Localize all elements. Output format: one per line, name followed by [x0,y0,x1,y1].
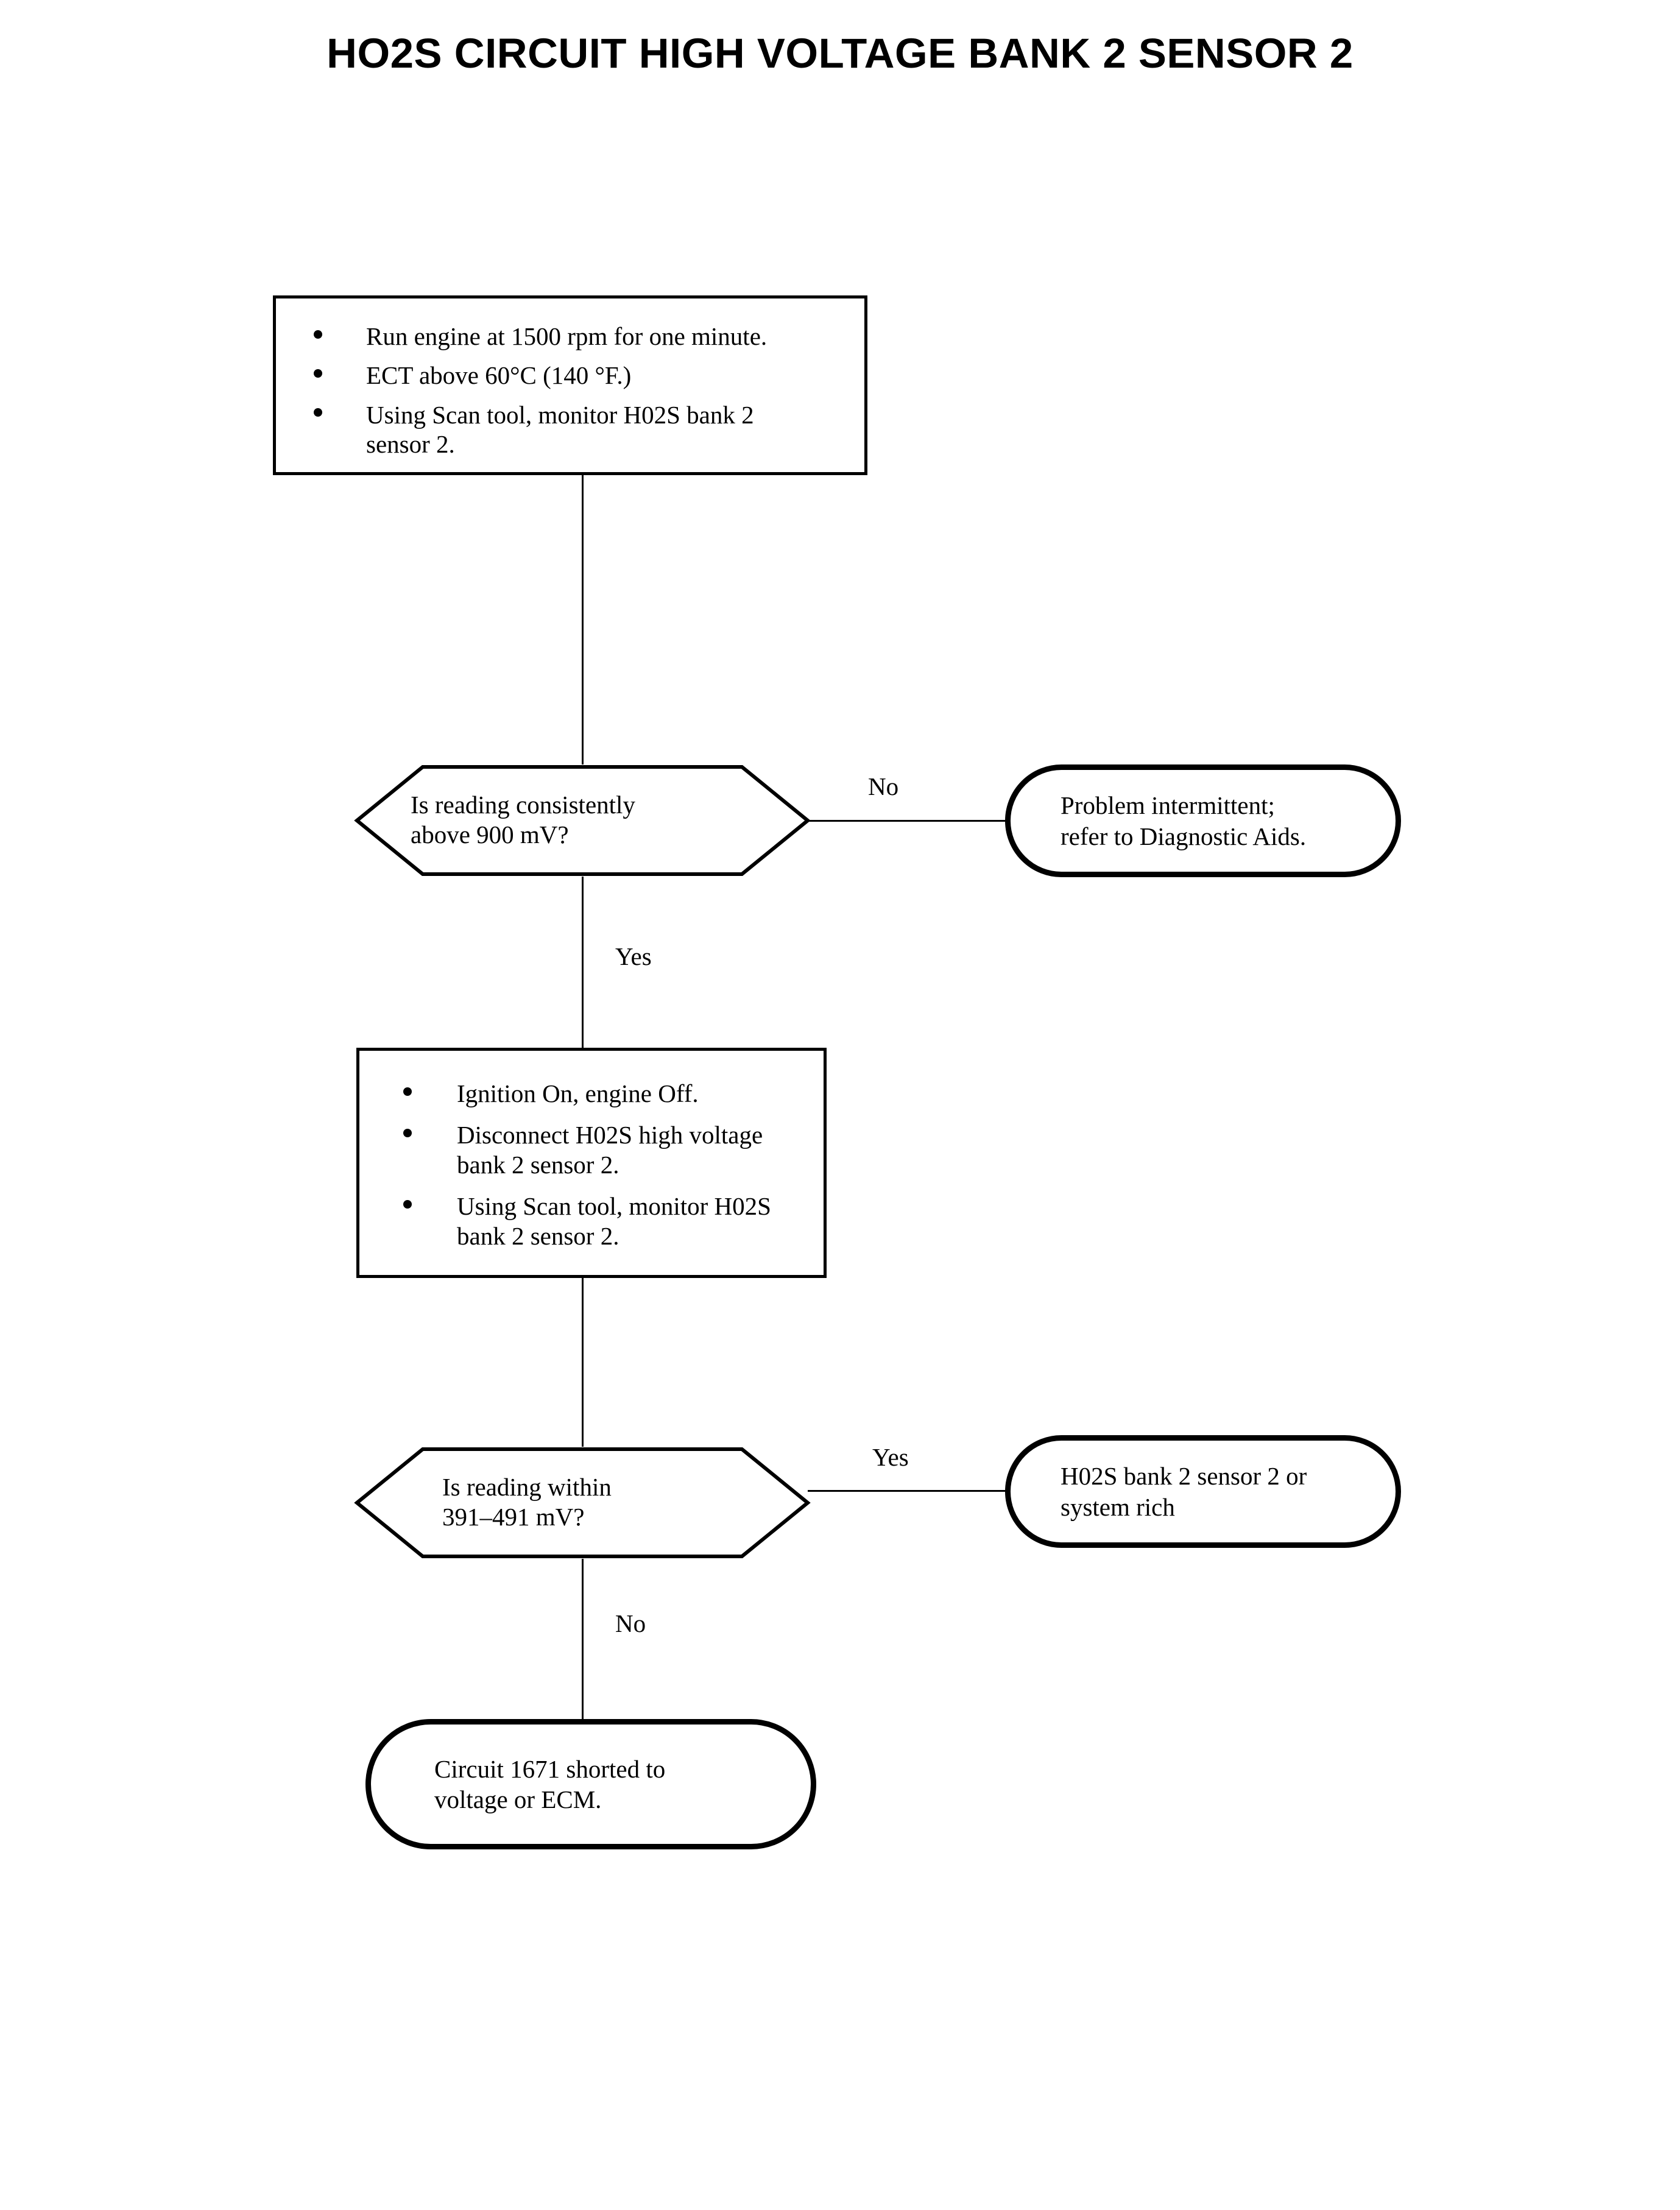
bullet-item: ECT above 60°C (140 °F.) [276,361,864,390]
connector-step2-to-decision2 [582,1277,584,1449]
bullet-dot-icon [314,408,322,417]
connector-decision2-yes-to-outcome2 [806,1490,1007,1492]
bullet-text: Run engine at 1500 rpm for one minute. [366,322,768,350]
terminator-label: Problem intermittent; refer to Diagnosti… [1061,791,1307,850]
bullet-item: Disconnect H02S high voltage bank 2 sens… [359,1120,824,1179]
bullet-dot-icon [314,369,322,378]
edge-label-decision2-no: No [615,1609,646,1637]
terminator-problem-intermittent: Problem intermittent; refer to Diagnosti… [1005,764,1401,877]
bullet-text: Using Scan tool, monitor H02S bank 2 sen… [457,1192,771,1250]
decision-hexagon-shape [354,765,811,876]
decision-hexagon-shape [354,1447,811,1558]
edge-label-decision1-yes: Yes [615,942,652,970]
bullet-item: Run engine at 1500 rpm for one minute. [276,322,864,351]
edge-label-decision1-no: No [868,772,899,800]
terminator-circuit-1671-shorted: Circuit 1671 shorted to voltage or ECM. [365,1719,816,1849]
bullet-dot-icon [403,1128,412,1137]
connector-step1-to-decision1 [582,475,584,766]
bullet-text: ECT above 60°C (140 °F.) [366,361,632,390]
bullet-dot-icon [403,1087,412,1096]
terminator-h02s-sensor-or-system-rich: H02S bank 2 sensor 2 or system rich [1005,1435,1401,1548]
edge-label-decision2-yes: Yes [872,1443,909,1471]
decision-label: Is reading within 391–491 mV? [442,1473,612,1531]
decision-node-reading-within-391-491mv: Is reading within 391–491 mV? [354,1447,811,1559]
bullet-item: Using Scan tool, monitor H02S bank 2 sen… [359,1191,824,1251]
connector-decision2-no-to-outcome3 [582,1547,584,1721]
bullet-text: Using Scan tool, monitor H02S bank 2 sen… [366,400,754,459]
connector-decision1-yes-to-step2 [582,876,584,1049]
process-box-step1: Run engine at 1500 rpm for one minute. E… [273,295,867,475]
terminator-label: H02S bank 2 sensor 2 or system rich [1061,1462,1307,1521]
bullet-text: Ignition On, engine Off. [457,1079,699,1107]
bullet-item: Ignition On, engine Off. [359,1079,824,1108]
decision-label: Is reading consistently above 900 mV? [411,791,635,849]
page-title: HO2S CIRCUIT HIGH VOLTAGE BANK 2 SENSOR … [326,30,1354,77]
decision-node-reading-above-900mv: Is reading consistently above 900 mV? [354,764,811,877]
connector-decision1-no-to-outcome1 [806,820,1007,822]
bullet-text: Disconnect H02S high voltage bank 2 sens… [457,1121,763,1179]
bullet-dot-icon [403,1199,412,1209]
bullet-item: Using Scan tool, monitor H02S bank 2 sen… [276,400,864,459]
bullet-dot-icon [314,330,322,339]
process-box-step2: Ignition On, engine Off. Disconnect H02S… [356,1048,827,1278]
terminator-label: Circuit 1671 shorted to voltage or ECM. [434,1754,666,1813]
